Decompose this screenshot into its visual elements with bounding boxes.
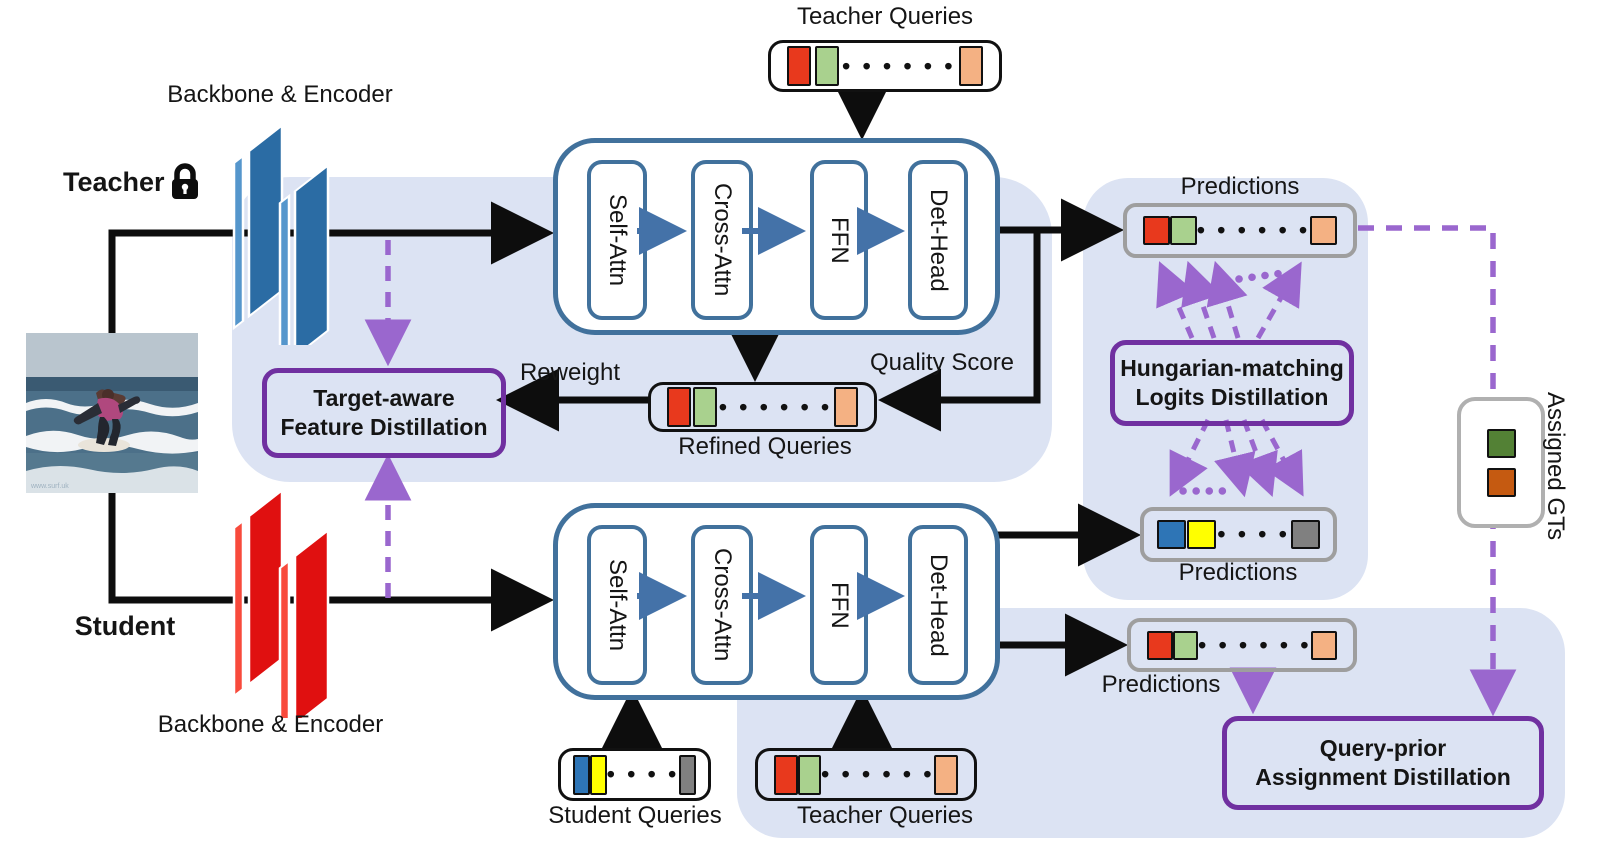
query-token [1291, 520, 1320, 549]
query-token [934, 754, 958, 795]
query-token [1187, 520, 1217, 549]
query-prior-line1: Query-prior [1319, 735, 1447, 762]
query-token [573, 754, 590, 795]
ellipsis-dots: • • • • • • [842, 52, 956, 79]
teacher-self-attn: Self-Attn [587, 160, 647, 320]
teacher-backbone-label: Backbone & Encoder [167, 81, 393, 108]
teacher-predictions-label: Predictions [1180, 173, 1300, 200]
query-token [1172, 630, 1199, 660]
student-cross-attn: Cross-Attn [691, 525, 753, 685]
hungarian-line2: Logits Distillation [1135, 384, 1329, 410]
query-token [787, 46, 811, 86]
query-token [1169, 216, 1197, 245]
target-aware-line2: Feature Distillation [280, 414, 488, 440]
hungarian-line1: Hungarian-matching [1120, 355, 1344, 382]
teacher-cross-attn: Cross-Attn [691, 160, 753, 320]
query-token [1143, 216, 1170, 245]
query-prior-line2: Assignment Distillation [1255, 764, 1511, 790]
ellipsis-dots: • • • • • • [821, 761, 935, 787]
teacher-det-head-label: Det-Head [925, 188, 952, 292]
query-token [667, 387, 691, 427]
teacher-ffn-label: FFN [826, 216, 853, 264]
ellipsis-dots: • • • • [1217, 521, 1290, 547]
student-decoder: Self-Attn Cross-Attn FFN Det-Head [553, 503, 1000, 700]
student-ffn: FFN [810, 525, 868, 685]
student-det-head: Det-Head [908, 525, 968, 685]
teacher-backbone-icon [232, 123, 330, 345]
query-token [679, 754, 697, 795]
bottom-teacher-queries-label: Teacher Queries [796, 802, 974, 829]
query-token [692, 387, 717, 427]
query-token [959, 46, 983, 86]
student-self-attn-label: Self-Attn [604, 558, 631, 652]
reweight-label: Reweight [519, 359, 621, 386]
query-token [833, 387, 858, 427]
student-predictions-box: • • • • [1140, 507, 1337, 562]
image-surfer [73, 389, 141, 452]
ellipsis-dots: • • • • [606, 761, 680, 787]
lock-icon [171, 163, 198, 199]
query-token [814, 46, 839, 86]
ellipsis-dots: • • • • • • [718, 393, 833, 420]
student-queries-label: Student Queries [548, 802, 722, 829]
ellipsis-dots: • • • • • • [1198, 631, 1312, 658]
query-token [774, 754, 798, 795]
teacher-cross-attn-label: Cross-Attn [709, 183, 736, 297]
input-image: www.surf.uk [26, 333, 198, 493]
assigned-gts-label: Assigned GTs [1542, 392, 1569, 541]
target-aware-line1: Target-aware [313, 385, 455, 412]
student-det-head-label: Det-Head [925, 553, 952, 657]
teacher-queries-box: • • • • • • [768, 40, 1002, 92]
bottom-teacher-queries-box: • • • • • • [755, 748, 977, 801]
student-predictions-label: Predictions [1178, 559, 1298, 586]
student-cross-attn-label: Cross-Attn [709, 548, 736, 662]
image-sky [26, 333, 198, 385]
query-token [1486, 428, 1516, 458]
query-token [1310, 216, 1337, 245]
student-tq-predictions-box: • • • • • • [1127, 618, 1357, 672]
refined-queries-label: Refined Queries [678, 433, 852, 460]
assigned-gts-box [1457, 397, 1545, 528]
student-ffn-label: FFN [826, 581, 853, 629]
teacher-queries-title: Teacher Queries [796, 3, 974, 30]
teacher-decoder: Self-Attn Cross-Attn FFN Det-Head [553, 138, 1000, 335]
teacher-det-head: Det-Head [908, 160, 968, 320]
query-token [1311, 630, 1337, 660]
refined-queries-box: • • • • • • [648, 382, 877, 432]
ellipsis-dots: • • • • • • [1196, 217, 1311, 243]
quality-score-label: Quality Score [869, 349, 1015, 376]
query-token [589, 754, 607, 795]
query-token [1157, 520, 1186, 549]
hungarian-matching-logits-distillation-box: Hungarian-matching Logits Distillation [1110, 340, 1354, 426]
query-token [1486, 467, 1516, 497]
teacher-self-attn-label: Self-Attn [604, 193, 631, 287]
query-prior-assignment-distillation-box: Query-prior Assignment Distillation [1222, 716, 1544, 810]
target-aware-feature-distillation-box: Target-aware Feature Distillation [262, 368, 506, 458]
teacher-predictions-box: • • • • • • [1123, 203, 1357, 258]
teacher-ffn: FFN [810, 160, 868, 320]
teacher-title: Teacher [63, 162, 223, 202]
student-backbone-icon [232, 488, 330, 718]
student-tq-predictions-label: Predictions [1101, 671, 1221, 698]
query-token [797, 754, 822, 795]
student-self-attn: Self-Attn [587, 525, 647, 685]
student-title: Student [74, 611, 176, 641]
teacher-title-text: Teacher [63, 166, 165, 197]
query-token [1147, 630, 1173, 660]
image-watermark: www.surf.uk [30, 483, 69, 490]
student-queries-box: • • • • [558, 748, 711, 801]
student-backbone-label: Backbone & Encoder [157, 711, 384, 738]
